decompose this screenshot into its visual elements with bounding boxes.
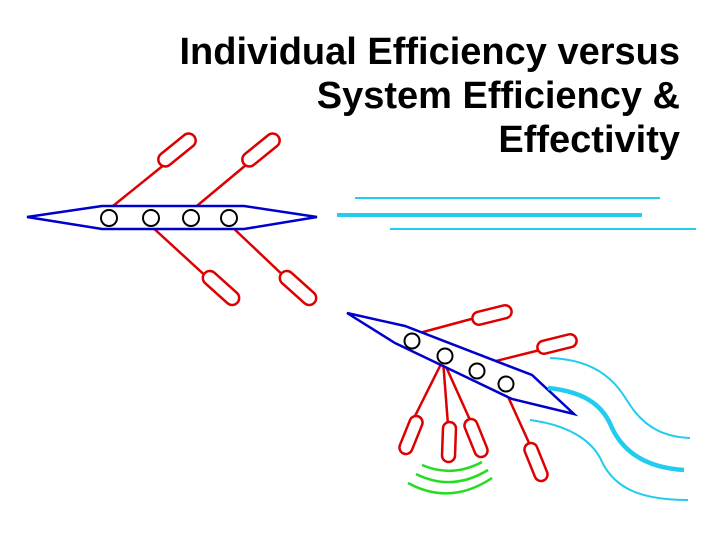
oar-blade [278,269,318,307]
oar-blade [398,414,424,456]
boat-1-oars [107,159,289,281]
oar-shaft [229,224,289,281]
wake-curve [549,357,691,439]
oar-shaft [503,389,532,446]
splash-arc [421,460,483,473]
oar-shaft [441,359,450,426]
title-line-2: System Efficiency & [316,75,680,117]
boat-1-group [26,132,318,307]
slide-title: Individual Efficiency versus System Effi… [60,30,680,162]
rower-seat [142,209,160,227]
oar-shaft [441,359,472,421]
oar-shaft [149,224,211,281]
rower-seat [403,332,421,350]
oar-blade [241,132,281,168]
rower-seat [497,375,515,393]
boat-1-hull [26,204,318,231]
boat-2-group [346,303,579,483]
oar-blade [463,417,489,459]
boat-2-seats [403,332,515,393]
title-line-3: Effectivity [498,119,680,161]
oar-shaft [107,159,171,211]
oar-blade [157,132,197,168]
boat-1-blades [157,132,318,307]
wake-curve [529,419,689,501]
splash-arc [415,468,489,484]
oar-shaft [191,159,253,211]
boat-1-seats [100,209,238,227]
wake-curve [547,385,685,473]
title-line-1: Individual Efficiency versus [179,31,680,73]
rower-seat [182,209,200,227]
oar-blade [523,441,549,483]
boat-2-wake [529,357,691,501]
oar-shaft [411,359,445,421]
oar-blade [536,332,578,356]
oar-blade [471,303,513,327]
oar-blade [201,269,241,307]
rower-seat [100,209,118,227]
splash-arc [407,476,493,495]
boat-2-blades [398,303,578,483]
rower-seat [468,362,486,380]
boat-1-wake [337,197,696,230]
rower-seat [220,209,238,227]
oar-blade [440,420,458,464]
splash-arcs [407,460,493,495]
rower-seat [436,347,454,365]
boat-2-hull [346,311,579,417]
